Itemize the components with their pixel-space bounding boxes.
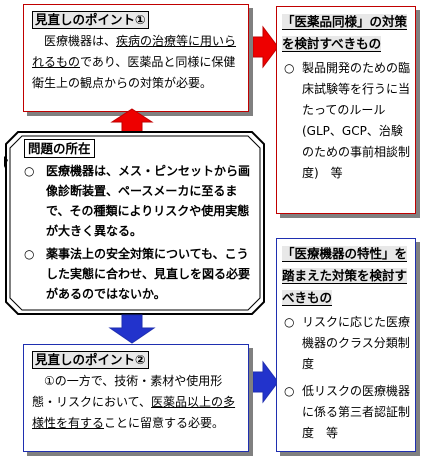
list-item: ○ 製品開発のための臨床試験等を行うに当たってのルール(GLP、GCP、治験のため… (282, 58, 410, 184)
arrow-right-icon (253, 25, 279, 69)
list-item: ○ 医療機器は、メス・ピンセットから画像診断装置、ペースメーカに至るまで、その種類… (20, 161, 256, 241)
text-segment: ①の一方で、技術・素材や使用形態・リスクにおいて、 (32, 374, 223, 409)
list-item-text: 低リスクの医療機器に係る第三者認証制度 等 (302, 384, 411, 440)
text-segment: ことに留意する必要。 (104, 416, 225, 430)
center-frame (4, 131, 265, 315)
right2-list: ○ リスクに応じた医療機器のクラス分類制度 ○ 低リスクの医療機器に係る第三者認証制度… (282, 312, 410, 444)
center-title: 問題の所在 (24, 139, 95, 158)
circle-bullet-icon: ○ (284, 315, 295, 329)
point1-text: 医療機器は、疾病の治療等に用いられるものであり、医薬品と同様に保健衛生上の観点か… (32, 31, 240, 94)
center-content: 問題の所在 ○ 医療機器は、メス・ピンセットから画像診断装置、ペースメーカに至るま… (20, 138, 256, 304)
circle-bullet-icon: ○ (284, 61, 295, 75)
text-segment: 医療機器は、 (44, 34, 117, 48)
center-box: 問題の所在 ○ 医療機器は、メス・ピンセットから画像診断装置、ペースメーカに至るま… (4, 130, 266, 316)
center-list: ○ 医療機器は、メス・ピンセットから画像診断装置、ペースメーカに至るまで、その種類… (20, 161, 256, 304)
arrow-right-icon (253, 360, 279, 404)
right1-box: 「医薬品同様」の対策を検討すべきもの ○ 製品開発のための臨床試験等を行うに当たっ… (276, 6, 416, 214)
list-item: ○ リスクに応じた医療機器のクラス分類制度 (282, 312, 410, 375)
circle-bullet-icon: ○ (24, 164, 35, 178)
right1-list: ○ 製品開発のための臨床試験等を行うに当たってのルール(GLP、GCP、治験のため… (282, 58, 410, 184)
right1-title: 「医薬品同様」の対策を検討すべきもの (282, 10, 410, 54)
list-item: ○ 低リスクの医療機器に係る第三者認証制度 等 (282, 381, 410, 444)
point2-box: 見直しのポイント② ①の一方で、技術・素材や使用形態・リスクにおいて、医薬品以上… (23, 344, 249, 452)
right2-box: 「医療機器の特性」を踏まえた対策を検討すべきもの ○ リスクに応じた医療機器のクラ… (276, 238, 416, 452)
right2-title: 「医療機器の特性」を踏まえた対策を検討すべきもの (282, 242, 410, 308)
right1-title-text: 「医薬品同様」の対策を検討すべきもの (282, 14, 408, 52)
circle-bullet-icon: ○ (284, 384, 295, 398)
text-segment: であり、医薬品と同様に保健衛生上の観点からの対策が必要。 (32, 55, 236, 90)
point1-title: 見直しのポイント① (32, 11, 149, 29)
text-segment: 疾病の治療等に用いられるもの (32, 34, 237, 69)
point1-box: 見直しのポイント① 医療機器は、疾病の治療等に用いられるものであり、医薬品と同様… (23, 4, 249, 112)
text-segment: 医薬品以上の多様性を有する (32, 395, 236, 430)
list-item-text: 薬事法上の安全対策についても、こうした実態に合わせ、見直しを図る必要があるのでは… (46, 247, 251, 301)
arrow-down-icon (108, 314, 156, 344)
circle-bullet-icon: ○ (24, 247, 35, 261)
list-item-text: 製品開発のための臨床試験等を行うに当たってのルール(GLP、GCP、治験のための… (302, 61, 411, 180)
point2-text: ①の一方で、技術・素材や使用形態・リスクにおいて、医薬品以上の多様性を有すること… (32, 371, 240, 434)
right2-title-text: 「医療機器の特性」を踏まえた対策を検討すべきもの (282, 246, 408, 306)
list-item-text: リスクに応じた医療機器のクラス分類制度 (302, 315, 411, 371)
point2-title: 見直しのポイント② (32, 351, 149, 369)
list-item-text: 医療機器は、メス・ピンセットから画像診断装置、ペースメーカに至るまで、その種類に… (46, 164, 251, 238)
list-item: ○ 薬事法上の安全対策についても、こうした実態に合わせ、見直しを図る必要があるので… (20, 244, 256, 304)
